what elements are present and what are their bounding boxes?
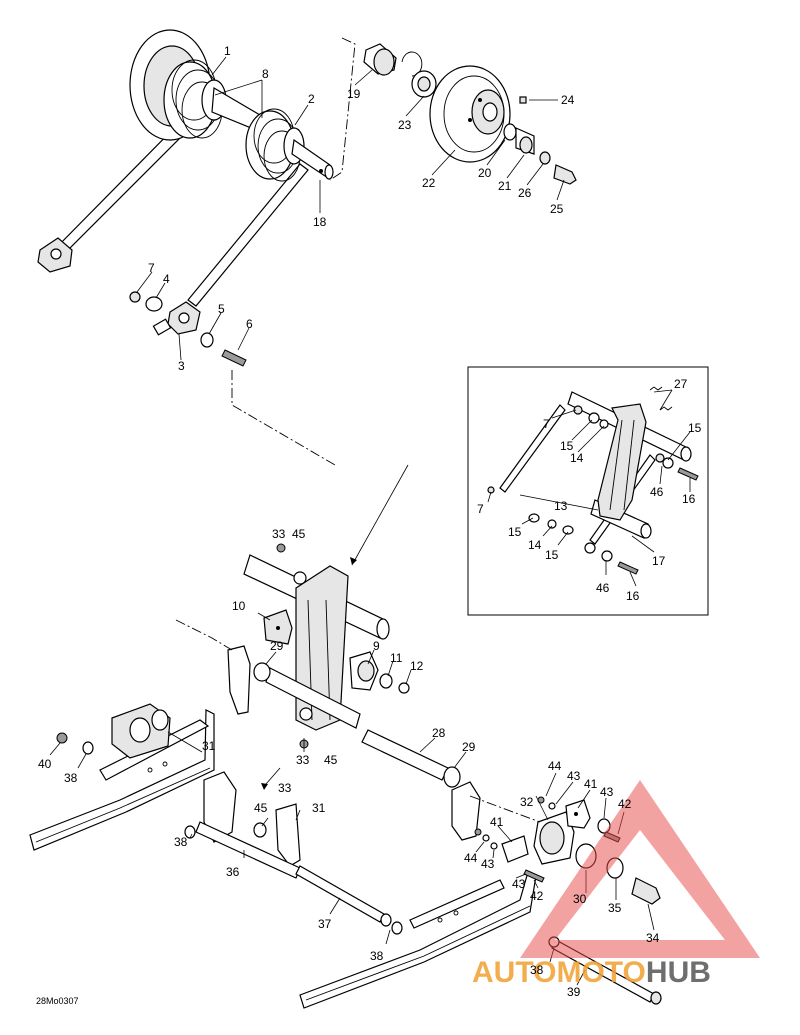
automotohub-logo: AUTOMOTOHUB (472, 780, 760, 989)
callout-25: 25 (550, 202, 564, 216)
callout-18: 18 (313, 215, 327, 229)
callout-22: 22 (422, 176, 436, 190)
inset-callout-7a: 7 (543, 417, 550, 431)
inset-callout-17: 17 (652, 554, 666, 568)
callout-7: 7 (148, 261, 155, 275)
top-leaders (136, 56, 565, 361)
callout-20: 20 (478, 166, 492, 180)
callout-33b: 33 (296, 753, 310, 767)
callout-29b: 29 (462, 740, 476, 754)
callout-33c: 33 (278, 781, 292, 795)
inset-leaders (487, 389, 691, 587)
inset-linkage (487, 386, 699, 575)
callout-42a: 42 (618, 797, 632, 811)
callout-19: 19 (347, 87, 361, 101)
callout-37: 37 (318, 917, 332, 931)
inset-callout-14a: 14 (570, 451, 584, 465)
callout-3: 3 (178, 359, 185, 373)
callout-21: 21 (498, 179, 512, 193)
rear-axle-assembly (37, 29, 334, 336)
callout-29a: 29 (270, 639, 284, 653)
callout-34: 34 (646, 931, 660, 945)
inset-callout-15b: 15 (688, 421, 702, 435)
callout-45c: 45 (254, 801, 268, 815)
callout-28: 28 (432, 726, 446, 740)
svg-text:AUTOMOTOHUB: AUTOMOTOHUB (472, 956, 711, 989)
middle-centerline (175, 619, 233, 651)
callout-1: 1 (224, 44, 231, 58)
callout-9: 9 (373, 639, 380, 653)
inset-callout-15c: 15 (508, 525, 522, 539)
callout-39: 39 (567, 985, 581, 999)
rail-frame (29, 709, 537, 1009)
callout-6: 6 (246, 317, 253, 331)
callout-8: 8 (262, 67, 269, 81)
callout-45a: 45 (292, 527, 306, 541)
callout-35: 35 (608, 901, 622, 915)
callout-11: 11 (390, 651, 403, 665)
diagram-code: 28Mo0307 (36, 996, 79, 1006)
callout-44b: 44 (464, 851, 478, 865)
callout-24: 24 (561, 93, 575, 107)
callout-41a: 41 (584, 777, 598, 791)
callout-12: 12 (410, 659, 424, 673)
bottom-assembly (56, 703, 662, 1005)
logo-auto: AUTO (472, 956, 556, 989)
inset-callout-46b: 46 (596, 581, 610, 595)
middle-leaders (257, 612, 467, 769)
idler-wheel-assembly (363, 43, 577, 185)
inset-callout-16a: 16 (682, 492, 696, 506)
inset-callout-15a: 15 (560, 439, 574, 453)
callout-38d: 38 (530, 963, 544, 977)
callout-labels: 1 8 2 18 19 23 24 22 20 21 26 25 7 4 5 6… (36, 44, 702, 1006)
callout-4: 4 (163, 272, 170, 286)
callout-43a: 43 (567, 769, 581, 783)
callout-38b: 38 (174, 835, 188, 849)
suspension-arm-assembly (227, 464, 461, 788)
inset-callout-46a: 46 (650, 485, 664, 499)
axle-small-parts (129, 291, 247, 367)
inset-callout-15d: 15 (545, 548, 559, 562)
logo-moto: MOTO (556, 956, 645, 989)
callout-30: 30 (573, 892, 587, 906)
inset-callout-27: 27 (674, 377, 688, 391)
inset-callout-14b: 14 (528, 538, 542, 552)
inset-box (467, 366, 709, 616)
inset-callout-16b: 16 (626, 589, 640, 603)
callout-42b: 42 (530, 889, 544, 903)
callout-5: 5 (218, 302, 225, 316)
callout-38a: 38 (64, 771, 78, 785)
callout-44a: 44 (548, 759, 562, 773)
callout-10: 10 (232, 599, 246, 613)
callout-43b: 43 (600, 785, 614, 799)
callout-41b: 41 (490, 815, 504, 829)
callout-38c: 38 (370, 949, 384, 963)
callout-36: 36 (226, 865, 240, 879)
callout-33a: 33 (272, 527, 286, 541)
bottom-centerline (469, 795, 541, 823)
logo-hub: HUB (646, 956, 711, 989)
bottom-leaders (49, 731, 655, 986)
callout-2: 2 (308, 92, 315, 106)
callout-45b: 45 (324, 753, 338, 767)
callout-26: 26 (518, 186, 532, 200)
inset-callout-13: 13 (554, 499, 568, 513)
callout-31a: 31 (202, 739, 216, 753)
callout-43c: 43 (481, 857, 495, 871)
callout-23: 23 (398, 118, 412, 132)
top-centerlines (231, 37, 356, 466)
callout-31b: 31 (312, 801, 326, 815)
inset-callout-7b: 7 (477, 502, 484, 516)
callout-43d: 43 (512, 877, 526, 891)
callout-40: 40 (38, 757, 52, 771)
callout-32: 32 (520, 795, 534, 809)
logo-triangle (520, 780, 760, 958)
